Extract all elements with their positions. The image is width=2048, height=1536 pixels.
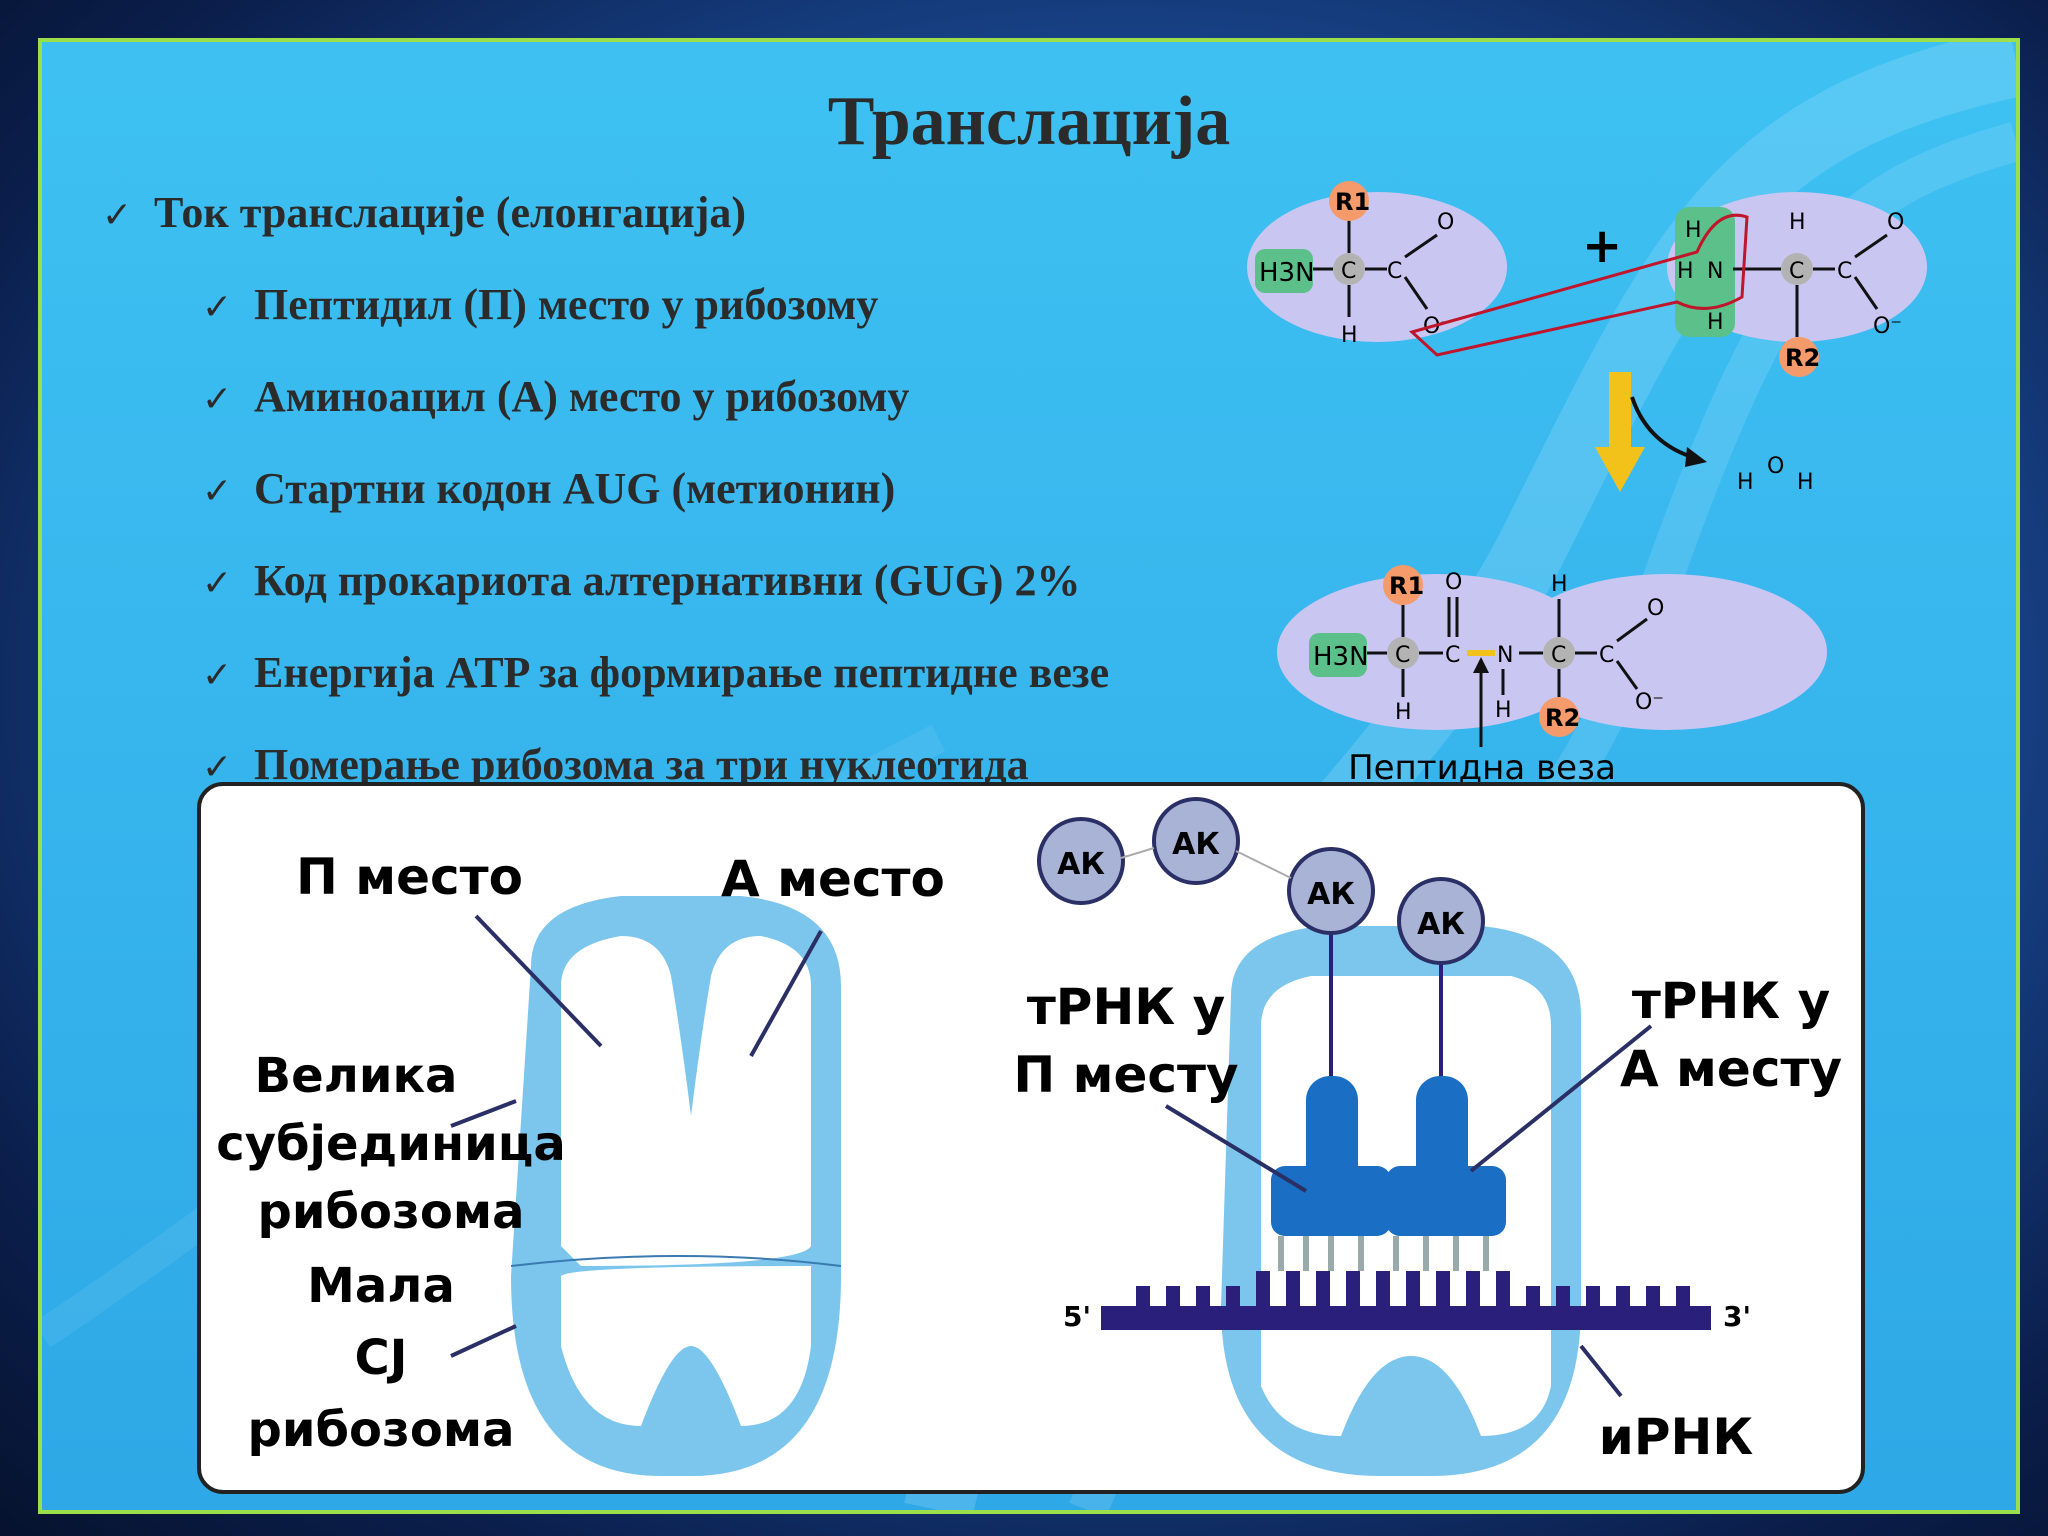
a-site-label: А место: [721, 850, 945, 908]
hydrogen-label: H: [1707, 310, 1724, 335]
hydrogen-label: H: [1789, 210, 1806, 235]
trna-p-site-label: тРНК у: [1027, 978, 1225, 1036]
hydrogen-label: H: [1395, 700, 1412, 725]
hydrogen-label: H: [1685, 218, 1702, 243]
oxygen-minus-label: O⁻: [1873, 314, 1902, 339]
amino-acid-1: H3N C R1 H C O O⁻: [1247, 181, 1507, 348]
ribosome-diagram-panel: П место А место Велика субјединица рибоз…: [197, 782, 1865, 1494]
amino-acid-circle: АК: [1287, 847, 1375, 935]
bullet-item: ✓ Аминоацил (А) место у рибозому: [202, 371, 909, 422]
bullet-text: Пептидил (П) место у рибозому: [254, 280, 879, 329]
bullet-item: ✓ Пептидил (П) место у рибозому: [202, 279, 878, 330]
trna-p-site: [1271, 1076, 1391, 1236]
ribosome-diagram: П место А место Велика субјединица рибоз…: [216, 797, 1842, 1476]
carbon-label: C: [1341, 259, 1356, 284]
oxygen-label: O: [1437, 210, 1454, 235]
bullet-text: Померање рибозома за три нуклеотида: [254, 740, 1029, 789]
small-subunit-label: рибозома: [248, 1402, 515, 1458]
bullet-text: Код прокариота алтернативни (GUG) 2%: [254, 556, 1081, 605]
bullet-text: Енергија ATP за формирање пептидне везе: [254, 648, 1110, 697]
bullet-item: ✓ Енергија ATP за формирање пептидне везе: [202, 647, 1109, 698]
small-subunit-label: СЈ: [354, 1330, 407, 1386]
oxygen-label: O: [1647, 596, 1664, 621]
hydrogen-label: H: [1677, 259, 1694, 284]
check-icon: ✓: [202, 287, 233, 328]
three-prime-label: 3': [1723, 1300, 1751, 1333]
r1-label: R1: [1335, 188, 1370, 216]
svg-text:АК: АК: [1057, 847, 1105, 882]
p-site-label: П место: [296, 848, 523, 906]
peptide-bond-label: Пептидна веза: [1348, 748, 1616, 788]
svg-text:АК: АК: [1307, 877, 1355, 912]
hydrogen-label: H: [1341, 323, 1358, 348]
water-o-label: O: [1767, 454, 1784, 479]
bullet-item: ✓ Ток транслације (елонгација): [102, 187, 746, 238]
bullet-text: Стартни кодон AUG (метионин): [254, 464, 896, 513]
carbon-label: C: [1789, 259, 1804, 284]
slide-title: Транслација: [827, 83, 1231, 160]
svg-text:АК: АК: [1417, 907, 1465, 942]
large-subunit-label: субјединица: [216, 1116, 565, 1172]
carbon-label: C: [1387, 259, 1402, 284]
nitrogen-label: N: [1707, 259, 1723, 284]
slide: Транслација ✓ Ток транслације (елонгација…: [38, 38, 2020, 1514]
trna-a-site-label: тРНК у: [1632, 972, 1830, 1030]
bullet-text: Аминоацил (А) место у рибозому: [254, 372, 910, 421]
amino-acid-circle: АК: [1037, 817, 1125, 905]
trna-p-site-label: П месту: [1013, 1046, 1238, 1104]
r2-label: R2: [1785, 344, 1820, 372]
mrna-label: иРНК: [1599, 1408, 1754, 1466]
oxygen-label: O: [1445, 570, 1462, 595]
amino-acid-circle: АК: [1152, 797, 1240, 885]
trna-a-site: [1386, 1076, 1506, 1236]
large-subunit-label: Велика: [255, 1048, 458, 1104]
check-icon: ✓: [202, 655, 233, 696]
water-h-label: H: [1737, 470, 1754, 495]
oxygen-minus-label: O⁻: [1635, 690, 1664, 715]
check-icon: ✓: [202, 563, 233, 604]
carbon-label: C: [1395, 643, 1410, 668]
hydrogen-label: H: [1551, 572, 1568, 597]
large-subunit-label: рибозома: [258, 1184, 525, 1240]
check-icon: ✓: [202, 471, 233, 512]
bullet-item: ✓ Стартни кодон AUG (метионин): [202, 463, 895, 514]
mrna-strand: [1101, 1271, 1711, 1330]
svg-text:АК: АК: [1172, 827, 1220, 862]
small-subunit-label: Мала: [307, 1258, 455, 1314]
oxygen-label: O: [1887, 210, 1904, 235]
h3n-label: H3N: [1259, 258, 1315, 288]
carbon-label: C: [1445, 643, 1460, 668]
carbon-label: C: [1551, 643, 1566, 668]
r1-label: R1: [1389, 572, 1424, 600]
peptide-bond-diagram: H3N C R1 H C O O⁻ + H H N H C: [1247, 181, 1927, 788]
condensation-outline: [1409, 213, 1749, 357]
dipeptide: H3N C R1 H C O N H C H R2: [1277, 565, 1827, 747]
check-icon: ✓: [202, 747, 233, 788]
bullet-item: ✓ Померање рибозома за три нуклеотида: [202, 739, 1029, 790]
amino-acid-2: H H N H C H R2 C O O⁻: [1667, 192, 1927, 377]
bullet-text: Ток транслације (елонгација): [154, 188, 747, 237]
reaction-arrow-head: [1595, 447, 1645, 492]
bullet-item: ✓ Код прокариота алтернативни (GUG) 2%: [202, 555, 1080, 606]
check-icon: ✓: [102, 195, 133, 236]
amino-acid-circle: АК: [1397, 877, 1485, 965]
water-release-arrow: [1630, 396, 1693, 459]
check-icon: ✓: [202, 379, 233, 420]
r2-label: R2: [1545, 704, 1580, 732]
water-h-label: H: [1797, 470, 1814, 495]
plus-sign: +: [1582, 218, 1622, 274]
five-prime-label: 5': [1063, 1300, 1091, 1333]
trna-a-site-label: А месту: [1620, 1040, 1842, 1098]
h3n-label: H3N: [1313, 642, 1369, 672]
carbon-label: C: [1837, 259, 1852, 284]
nitrogen-label: N: [1497, 643, 1513, 668]
codon-anticodon-pairs: [1278, 1236, 1489, 1271]
carbon-label: C: [1599, 643, 1614, 668]
hydrogen-label: H: [1495, 698, 1512, 723]
reaction-arrow: [1609, 372, 1631, 452]
